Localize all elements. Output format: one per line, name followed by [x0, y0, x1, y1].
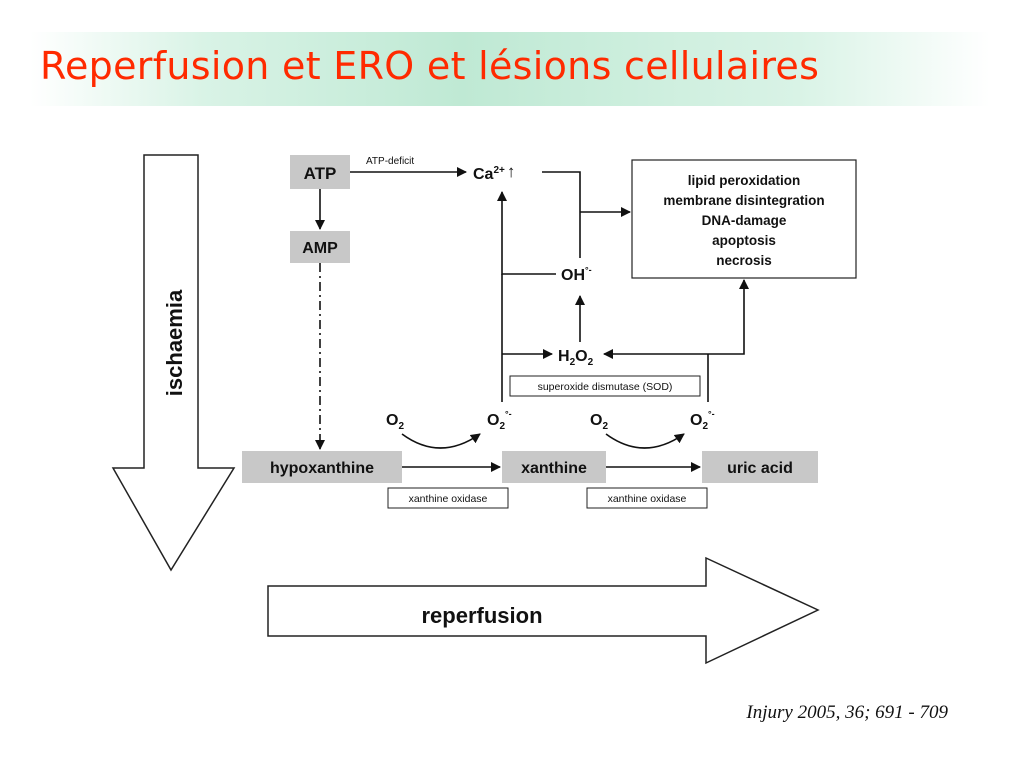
amp-box: [290, 231, 350, 263]
uric-acid-label: uric acid: [727, 460, 793, 477]
atp-box: [290, 155, 350, 189]
effect-necrosis: necrosis: [716, 253, 772, 268]
hypoxanthine-label: hypoxanthine: [270, 460, 374, 477]
reperfusion-label: reperfusion: [421, 603, 542, 628]
oxygen-left-label: O2: [386, 412, 404, 432]
slide-title: Reperfusion et ERO et lésions cellulaire…: [40, 44, 820, 88]
hydroxyl-to-calcium-arrow: [497, 191, 556, 275]
effect-dna-damage: DNA-damage: [702, 213, 787, 228]
right-to-effects-arrow: [708, 279, 749, 355]
sod-box: [509, 375, 701, 397]
effect-lipid-peroxidation: lipid peroxidation: [688, 173, 801, 188]
oxygen-to-superoxide-curve-left: [401, 433, 481, 449]
xanthine-box: [502, 451, 606, 483]
amp-label: AMP: [302, 240, 338, 257]
xanthine-oxidase-label-1: xanthine oxidase: [409, 493, 488, 505]
xanthine-oxidase-box-1: [387, 487, 509, 509]
effect-membrane-disintegration: membrane disintegration: [663, 193, 824, 208]
uric-acid-box: [702, 451, 818, 483]
citation: Injury 2005, 36; 691 - 709: [746, 702, 948, 723]
title-background: [30, 32, 990, 106]
hydrogen-peroxide-label: H2O2: [558, 348, 594, 368]
calcium-to-effects-line: [542, 171, 581, 212]
xanthine-label: xanthine: [521, 460, 587, 477]
xanthine-oxidase-label-2: xanthine oxidase: [608, 493, 687, 505]
superoxide-left-label: O2°-: [487, 409, 512, 432]
oxygen-to-superoxide-curve-right: [605, 433, 685, 449]
ischaemia-label: ischaemia: [162, 289, 187, 396]
calcium-label: Ca2+↑: [473, 162, 515, 183]
atp-deficit-label: ATP-deficit: [366, 156, 414, 167]
xanthine-oxidase-box-2: [586, 487, 708, 509]
atp-label: ATP: [304, 164, 337, 183]
sod-label: superoxide dismutase (SOD): [538, 381, 673, 393]
effect-apoptosis: apoptosis: [712, 233, 776, 248]
hydroxyl-radical-label: OH°-: [561, 265, 592, 284]
reperfusion-arrow: [267, 556, 820, 665]
hypoxanthine-box: [242, 451, 402, 483]
oxygen-right-label: O2: [590, 412, 608, 432]
ischaemia-arrow: [111, 154, 236, 572]
cell-damage-box: [631, 159, 857, 279]
superoxide-right-label: O2°-: [690, 409, 715, 432]
